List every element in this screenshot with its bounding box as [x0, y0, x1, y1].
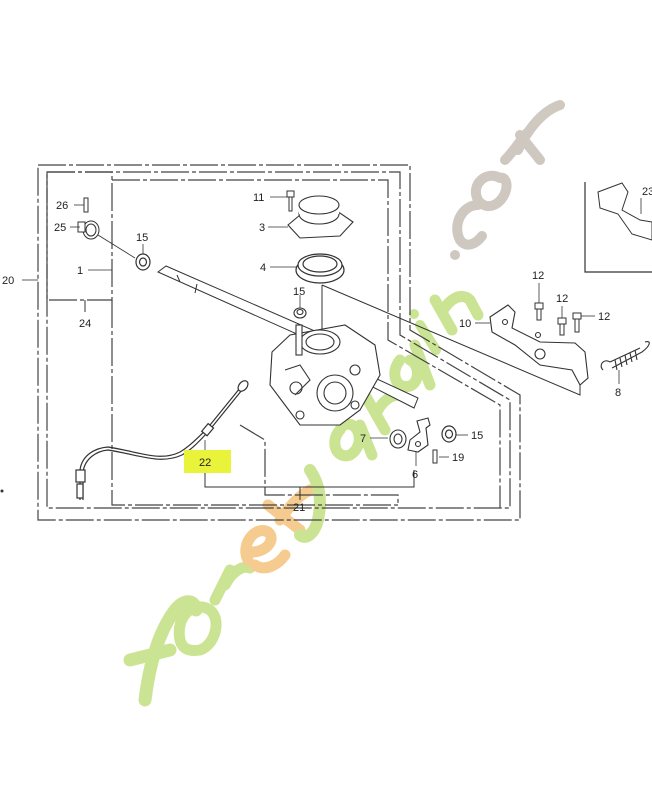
watermark: [123, 100, 565, 707]
stray-dot: [0, 489, 4, 493]
callout-4[interactable]: 4: [260, 262, 266, 274]
callout-10[interactable]: 10: [459, 318, 471, 330]
part-26-pin-icon: [83, 197, 89, 213]
part-10-bracket-icon: [489, 304, 589, 386]
part-11-bolt-icon: [286, 190, 295, 212]
box-21: [112, 179, 501, 508]
bracket-23-icon: [597, 182, 652, 241]
box-24: [46, 171, 511, 509]
callout-12-a[interactable]: 12: [532, 270, 544, 282]
part-15-seal-left-icon: [135, 253, 151, 271]
box-21-inner: [111, 300, 400, 506]
part-15-seal-top-icon: [293, 307, 307, 319]
callout-12-c[interactable]: 12: [598, 311, 610, 323]
highlight-22: [184, 450, 231, 473]
part-12-bolt-a-icon: [534, 302, 544, 321]
callout-8[interactable]: 8: [615, 387, 621, 399]
callout-1[interactable]: 1: [77, 265, 83, 277]
part-6-shift-arm-icon: [407, 417, 431, 453]
callout-3[interactable]: 3: [259, 222, 265, 234]
part-8-spring-icon: [600, 341, 650, 371]
callout-23[interactable]: 23: [642, 186, 652, 198]
part-25-bushing-icon: [77, 220, 100, 240]
callout-7[interactable]: 7: [360, 433, 366, 445]
part-4-bearing-icon: [295, 253, 345, 284]
part-15-seal-right-icon: [441, 425, 457, 443]
callout-6[interactable]: 6: [412, 469, 418, 481]
callout-20[interactable]: 20: [2, 275, 14, 287]
callout-11[interactable]: 11: [253, 192, 264, 204]
callout-22[interactable]: 22: [199, 457, 211, 469]
box-20: [37, 164, 521, 521]
part-12-bolt-c-icon: [572, 312, 582, 333]
part-19-pin-icon: [432, 449, 438, 464]
callout-labels: 26 25 15 1 20 24 11 3 4 15 12 12 12 10 8…: [2, 186, 652, 514]
callout-19[interactable]: 19: [452, 452, 464, 464]
callout-26[interactable]: 26: [56, 200, 68, 212]
group-boxes: [37, 164, 521, 521]
callout-21[interactable]: 21: [293, 502, 305, 514]
gearbox-housing-icon: [269, 324, 381, 426]
callout-12-b[interactable]: 12: [556, 293, 568, 305]
part-22-cable-icon: [75, 380, 249, 500]
box-24-inner: [46, 171, 113, 301]
box-23: [584, 182, 652, 273]
callout-25[interactable]: 25: [54, 222, 66, 234]
part-7-torsion-spring-icon: [389, 429, 407, 449]
part-3-cover-icon: [287, 195, 354, 239]
callout-24[interactable]: 24: [79, 318, 91, 330]
leader-lines: [22, 196, 301, 450]
part-12-bolt-b-icon: [557, 317, 567, 336]
watermark-text: [123, 291, 484, 707]
watermark-domain: [450, 100, 565, 260]
callout-15-top[interactable]: 15: [293, 286, 305, 298]
callout-15-right[interactable]: 15: [471, 430, 483, 442]
callout-15-left[interactable]: 15: [136, 232, 148, 244]
